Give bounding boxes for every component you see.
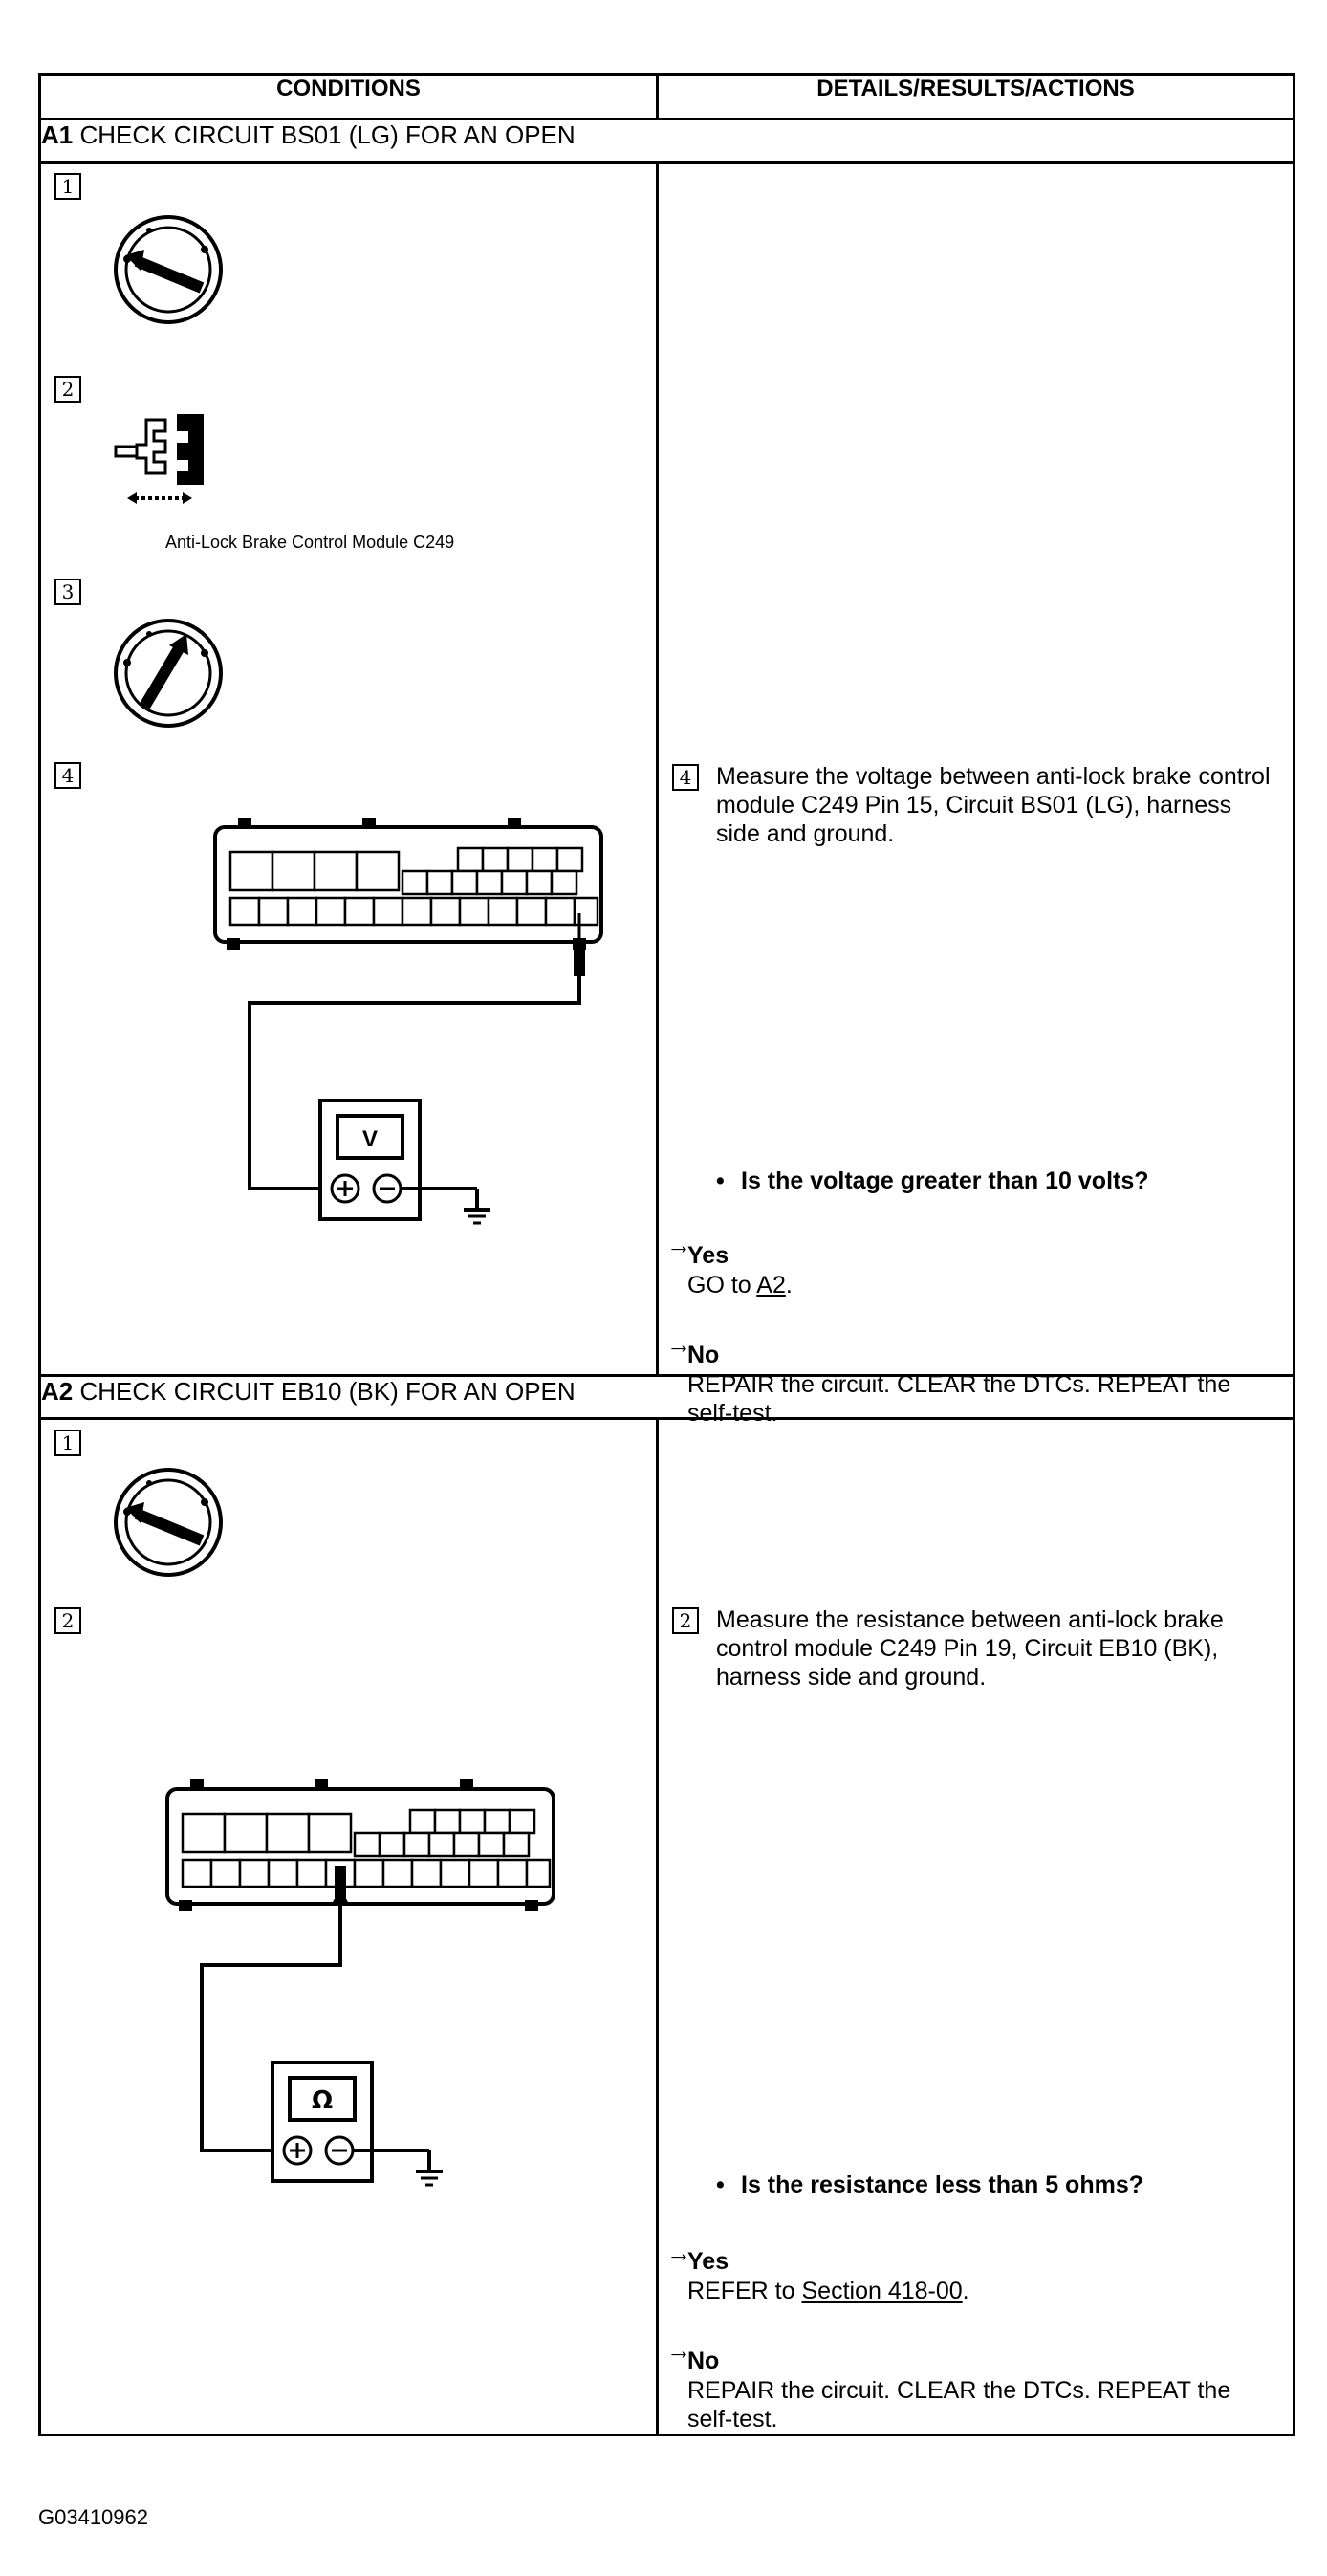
meter-symbol-a2: Ω	[312, 2086, 333, 2115]
instruction-a2-num: 2	[672, 1607, 699, 1634]
no-arrow-a2: →	[666, 2336, 691, 2365]
goto-a2-link[interactable]: A2	[756, 1272, 786, 1299]
substep-a1-3: 3	[54, 579, 81, 605]
section-418-00-link[interactable]: Section 418-00	[801, 2278, 963, 2304]
step-a1-details: 4 Measure the voltage between anti-lock …	[656, 161, 1295, 1427]
yes-action-a1-prefix: GO to	[687, 1272, 757, 1299]
ohmmeter-test-diagram: Ω	[165, 1779, 555, 2187]
ignition-off-icon	[114, 215, 223, 324]
connector-disconnect-icon	[114, 414, 204, 504]
procedure-table: CONDITIONS DETAILS/RESULTS/ACTIONS A1 CH…	[38, 73, 1295, 2436]
question-a1-bullet: •	[716, 1168, 725, 1194]
instruction-a1: Measure the voltage between anti-lock br…	[716, 763, 1271, 847]
figure-id: G03410962	[38, 2505, 148, 2529]
step-a2-conditions: 1 2	[38, 1417, 659, 2436]
substep-a1-2: 2	[54, 376, 81, 403]
no-arrow-a1: →	[666, 1330, 691, 1359]
no-label-a1: No	[687, 1342, 720, 1368]
step-a2-title-text: CHECK CIRCUIT EB10 (BK) FOR AN OPEN	[79, 1377, 576, 1406]
step-a2-details: 2 Measure the resistance between anti-lo…	[656, 1417, 1295, 2436]
details-header: DETAILS/RESULTS/ACTIONS	[656, 73, 1295, 120]
conditions-header: CONDITIONS	[38, 73, 659, 120]
connector-caption: Anti-Lock Brake Control Module C249	[165, 533, 455, 552]
yes-label-a2: Yes	[687, 2248, 729, 2275]
step-a1-title: A1 CHECK CIRCUIT BS01 (LG) FOR AN OPEN	[38, 118, 1295, 164]
meter-symbol-a1: V	[362, 1126, 378, 1152]
yes-label-a1: Yes	[687, 1242, 729, 1269]
step-a2-id: A2	[41, 1377, 74, 1406]
voltmeter-test-diagram: V	[213, 818, 603, 1225]
substep-a2-2: 2	[54, 1607, 81, 1634]
substep-a1-4: 4	[54, 762, 81, 789]
yes-action-a2-prefix: REFER to	[687, 2278, 802, 2304]
substep-a1-1: 1	[54, 173, 81, 200]
step-a1-conditions: 1 2 Anti-Lock Brake Control Module C249	[38, 161, 659, 1377]
substep-a2-1: 1	[54, 1430, 81, 1456]
no-label-a2: No	[687, 2347, 720, 2374]
yes-action-a2: REFER to Section 418-00.	[687, 2277, 969, 2305]
step-a1-id: A1	[41, 120, 74, 149]
ignition-off-icon	[114, 1468, 223, 1577]
instruction-a2: Measure the resistance between anti-lock…	[716, 1606, 1224, 1691]
yes-action-a1-suffix: .	[785, 1272, 793, 1299]
question-a1: Is the voltage greater than 10 volts?	[741, 1168, 1149, 1194]
step-a1-title-text: CHECK CIRCUIT BS01 (LG) FOR AN OPEN	[79, 120, 576, 149]
question-a2: Is the resistance less than 5 ohms?	[741, 2172, 1143, 2198]
no-action-a2: REPAIR the circuit. CLEAR the DTCs. REPE…	[687, 2377, 1231, 2433]
yes-action-a1: GO to A2.	[687, 1271, 793, 1299]
instruction-a1-num: 4	[672, 764, 699, 791]
question-a2-bullet: •	[716, 2172, 725, 2198]
yes-arrow-a2: →	[666, 2238, 691, 2267]
step-a2-title: A2 CHECK CIRCUIT EB10 (BK) FOR AN OPEN	[38, 1374, 1295, 1420]
yes-arrow-a1: →	[666, 1231, 691, 1259]
yes-action-a2-suffix: .	[962, 2278, 969, 2304]
ignition-on-icon	[114, 619, 223, 728]
